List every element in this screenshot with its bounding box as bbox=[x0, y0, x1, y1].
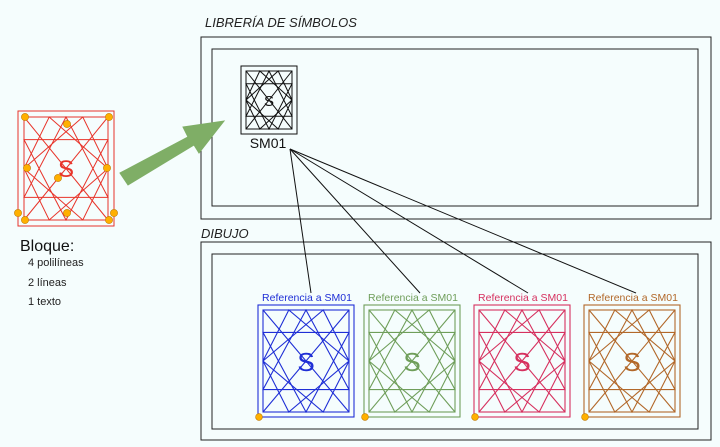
library-symbol bbox=[240, 65, 298, 135]
grip-point-icon bbox=[255, 413, 263, 421]
symbol-outer-rect bbox=[240, 65, 298, 135]
symbol-star-polyline bbox=[588, 331, 676, 414]
symbol-star-polyline bbox=[588, 308, 676, 391]
reference-connectors bbox=[289, 148, 637, 294]
reference-letter: S bbox=[513, 347, 530, 377]
symbol-diagonal-line bbox=[478, 309, 566, 413]
symbol-star-polyline bbox=[23, 139, 109, 222]
symbol-outer-rect bbox=[363, 304, 461, 418]
symbol-star-polyline bbox=[478, 331, 566, 414]
library-symbol-name: SM01 bbox=[250, 135, 287, 151]
symbol-star-polyline bbox=[262, 308, 350, 391]
reference-letter: S bbox=[297, 347, 314, 377]
symbol-outer-rect bbox=[583, 304, 681, 418]
symbol-star-polyline bbox=[245, 70, 293, 130]
reference-label: Referencia a SM01 bbox=[368, 292, 458, 304]
grip-point-icon bbox=[21, 113, 29, 121]
connector-line bbox=[289, 148, 312, 294]
block-item-lines: 2 líneas bbox=[28, 277, 67, 289]
grip-point-icon bbox=[471, 413, 479, 421]
grip-point-icon bbox=[63, 120, 71, 128]
symbol-diagonal-line bbox=[588, 309, 676, 413]
reference-label: Referencia a SM01 bbox=[262, 292, 352, 304]
symbol-star-polyline bbox=[478, 308, 566, 391]
grip-point-icon bbox=[110, 209, 118, 217]
symbol-star-polyline bbox=[588, 309, 676, 413]
symbol-star-polyline bbox=[262, 331, 350, 414]
library-symbol-letter: S bbox=[264, 93, 274, 110]
symbol-star-polyline bbox=[262, 309, 350, 413]
grip-point-icon bbox=[14, 209, 22, 217]
connector-line bbox=[289, 148, 529, 294]
symbol-diagonal-line bbox=[23, 116, 109, 221]
grip-point-icon bbox=[105, 113, 113, 121]
grip-point-icon bbox=[54, 174, 62, 182]
block-title: Bloque: bbox=[20, 238, 74, 255]
reference-letter: S bbox=[623, 347, 640, 377]
block-item-polylines: 4 polilíneas bbox=[28, 257, 84, 269]
drawing-inner-frame bbox=[211, 253, 699, 430]
symbol-outer-rect bbox=[17, 110, 115, 227]
insert-arrow-icon bbox=[119, 120, 226, 186]
connector-line bbox=[289, 148, 637, 294]
block-item-text: 1 texto bbox=[28, 296, 61, 308]
reference-letter: S bbox=[403, 347, 420, 377]
drawing-outer-frame bbox=[200, 241, 712, 441]
symbol-outer-rect bbox=[257, 304, 355, 418]
symbol-star-polyline bbox=[245, 83, 293, 131]
symbol-outer-rect bbox=[473, 304, 571, 418]
connector-line bbox=[289, 148, 421, 294]
library-inner-frame bbox=[211, 48, 699, 207]
grip-point-icon bbox=[63, 209, 71, 217]
grip-point-icon bbox=[105, 216, 113, 224]
grip-point-icon bbox=[361, 413, 369, 421]
grip-point-icon bbox=[103, 164, 111, 172]
grip-point-icon bbox=[21, 216, 29, 224]
symbol-diagonal-line bbox=[368, 309, 456, 413]
drawing-title: DIBUJO bbox=[201, 226, 249, 241]
block-letter: S bbox=[58, 156, 74, 183]
symbol-star-polyline bbox=[368, 309, 456, 413]
grip-point-icon bbox=[23, 164, 31, 172]
library-title: LIBRERÍA DE SÍMBOLOS bbox=[205, 15, 357, 30]
symbol-diagonal-line bbox=[262, 309, 350, 413]
symbol-star-polyline bbox=[368, 331, 456, 414]
symbol-star-polyline bbox=[245, 69, 293, 117]
grip-point-icon bbox=[581, 413, 589, 421]
symbol-diagonal-line bbox=[245, 70, 293, 130]
reference-label: Referencia a SM01 bbox=[588, 292, 678, 304]
block-symbol bbox=[14, 110, 118, 227]
symbol-star-polyline bbox=[368, 308, 456, 391]
symbol-star-polyline bbox=[23, 115, 109, 198]
reference-label: Referencia a SM01 bbox=[478, 292, 568, 304]
symbol-star-polyline bbox=[478, 309, 566, 413]
